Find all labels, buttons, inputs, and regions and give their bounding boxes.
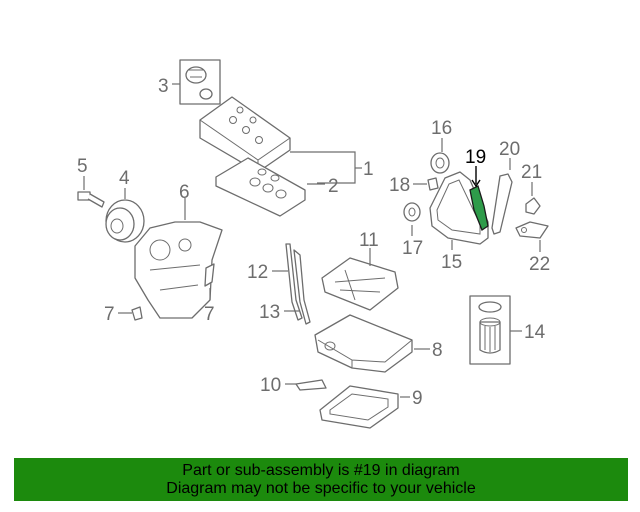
callout-18: 18 [389,175,410,196]
part-4-pulley [105,199,145,243]
callout-1: 1 [363,159,374,180]
callout-14: 14 [524,322,546,343]
callout-22: 22 [529,254,550,275]
callout-10: 10 [260,375,281,396]
part-11-baffle [321,257,399,311]
callout-15: 15 [441,252,462,273]
callout-6: 6 [179,182,190,203]
part-21-tensioner [525,197,541,215]
part-19-chain-guide [469,185,489,231]
callout-20: 20 [499,139,520,160]
part-7-seals [131,263,215,321]
callout-3: 3 [158,76,169,97]
part-22-bracket [515,221,549,239]
callout-21: 21 [521,162,542,183]
info-banner: Part or sub-assembly is #19 in diagram D… [14,458,628,501]
part-17-sprocket [403,202,421,222]
banner-line-2: Diagram may not be specific to your vehi… [166,480,476,497]
callout-9: 9 [412,388,423,409]
part-5-bolt [77,191,105,208]
part-8-oil-pan [314,314,413,373]
part-2-gasket [215,157,306,217]
callout-7-left: 7 [104,304,115,325]
callout-13: 13 [259,302,280,323]
leader-1 [290,151,356,184]
part-20-tensioner-arm [491,173,513,235]
callout-16: 16 [431,118,452,139]
part-14-oil-filter [469,295,511,365]
callout-5: 5 [77,156,88,177]
callout-7-right: 7 [204,304,215,325]
banner-line-1: Part or sub-assembly is #19 in diagram [182,462,460,479]
callout-17: 17 [402,238,423,259]
part-3-oil-cap [179,59,221,105]
part-1-valve-cover [199,96,291,173]
callout-4: 4 [119,168,130,189]
part-18-fitting [427,177,439,191]
callout-2: 2 [328,176,339,197]
part-9-lower-pan [319,385,399,429]
callout-19: 19 [465,147,486,168]
part-12-13-dipstick [285,243,311,325]
callout-11: 11 [359,230,379,251]
callout-8: 8 [432,340,443,361]
part-16-idler [430,152,450,174]
callout-labels: 3 1 2 5 4 6 7 7 8 9 10 11 12 13 14 15 16… [77,76,550,409]
leader-19-arrow [471,179,481,188]
part-10-strip [295,379,327,391]
callout-12: 12 [247,262,268,283]
